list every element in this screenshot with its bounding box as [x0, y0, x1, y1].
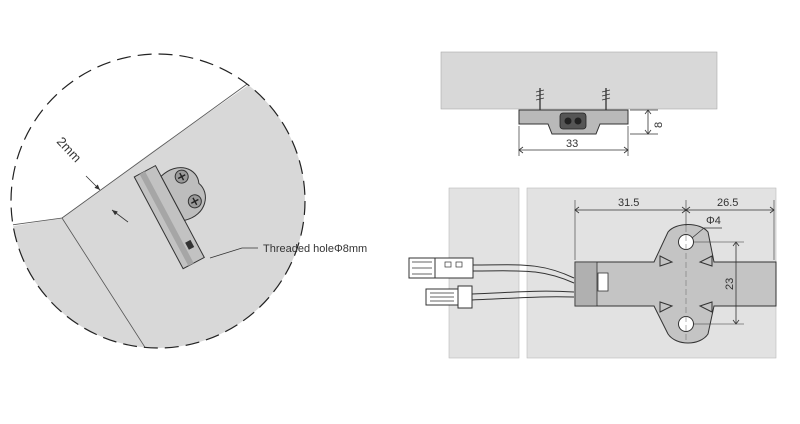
connector-plug-top: [408, 257, 474, 279]
side-width-label: 33: [566, 138, 578, 150]
hole-diameter-label: Φ4: [706, 215, 721, 227]
screw-icon: [174, 169, 189, 184]
side-height-label: 8: [653, 122, 665, 128]
right-span-label: 26.5: [717, 197, 738, 209]
hole-spacing-label: 23: [724, 278, 736, 290]
connector-plug-bottom: [425, 285, 473, 309]
sensor-housing: [574, 224, 777, 344]
side-view: 8 33: [440, 51, 718, 156]
detail-view: 2mm Threaded holeΦ8mm: [10, 53, 367, 349]
screw-icon: [187, 194, 202, 209]
top-view: 31.5 26.5 Φ4 23: [408, 187, 777, 359]
threaded-hole-callout: Threaded holeΦ8mm: [263, 243, 367, 255]
mounting-surface: [440, 51, 718, 110]
sensor-body: [133, 164, 206, 270]
detail-circle: [10, 53, 306, 349]
left-span-label: 31.5: [618, 197, 639, 209]
mounting-gap: [11, 60, 250, 226]
